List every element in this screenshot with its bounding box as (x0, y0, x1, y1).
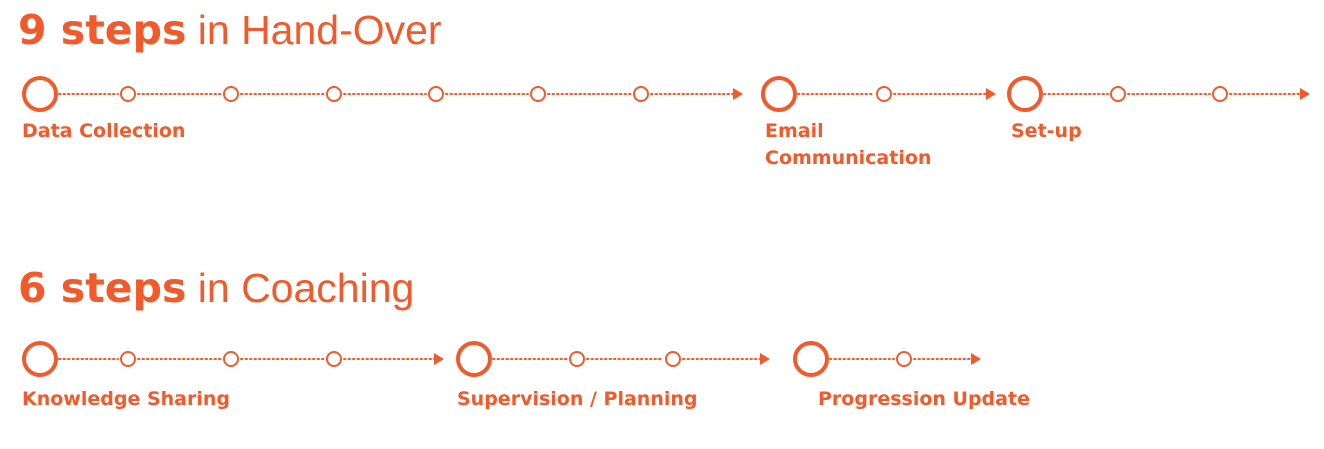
phase-marker-circle (761, 76, 797, 112)
section-title-handover: 9 steps in Hand-Over (18, 10, 442, 51)
step-circle (120, 351, 136, 367)
step-circle (428, 86, 444, 102)
step-circle (1212, 86, 1228, 102)
handover-step-track (22, 76, 1310, 112)
step-circle (1110, 86, 1126, 102)
phase-label-line: Communication (765, 147, 932, 169)
title-phase-name: in Hand-Over (186, 7, 442, 53)
phase-label-supervision-planning: Supervision / Planning (457, 388, 698, 410)
title-step-count: 6 steps (18, 264, 187, 312)
step-circle (326, 351, 342, 367)
phase-label-line: Email (765, 120, 824, 142)
step-circle (569, 351, 585, 367)
phase-label-email-communication: Email Communication (765, 118, 931, 172)
step-circle (223, 86, 239, 102)
phase-marker-circle (1007, 76, 1043, 112)
phase-marker-circle (22, 341, 58, 377)
arrowhead-icon (1300, 88, 1310, 100)
arrowhead-icon (971, 353, 981, 365)
step-circle (223, 351, 239, 367)
arrowhead-icon (986, 88, 996, 100)
title-step-count: 9 steps (18, 6, 187, 54)
phase-label-knowledge-sharing: Knowledge Sharing (22, 388, 230, 410)
coaching-step-track (22, 341, 981, 377)
arrowhead-icon (733, 88, 743, 100)
step-circle (530, 86, 546, 102)
step-circle (876, 86, 892, 102)
arrowhead-icon (434, 353, 444, 365)
step-circle (665, 351, 681, 367)
phase-marker-circle (456, 341, 492, 377)
phase-marker-circle (22, 76, 58, 112)
step-circle (326, 86, 342, 102)
step-circle (896, 351, 912, 367)
arrowhead-icon (760, 353, 770, 365)
step-circle (633, 86, 649, 102)
phase-marker-circle (793, 341, 829, 377)
section-title-coaching: 6 steps in Coaching (18, 268, 414, 309)
step-circle (120, 86, 136, 102)
phase-label-data-collection: Data Collection (22, 120, 186, 142)
phase-label-set-up: Set-up (1011, 120, 1082, 142)
phase-label-progression-update: Progression Update (818, 388, 1030, 410)
title-phase-name: in Coaching (186, 265, 415, 311)
